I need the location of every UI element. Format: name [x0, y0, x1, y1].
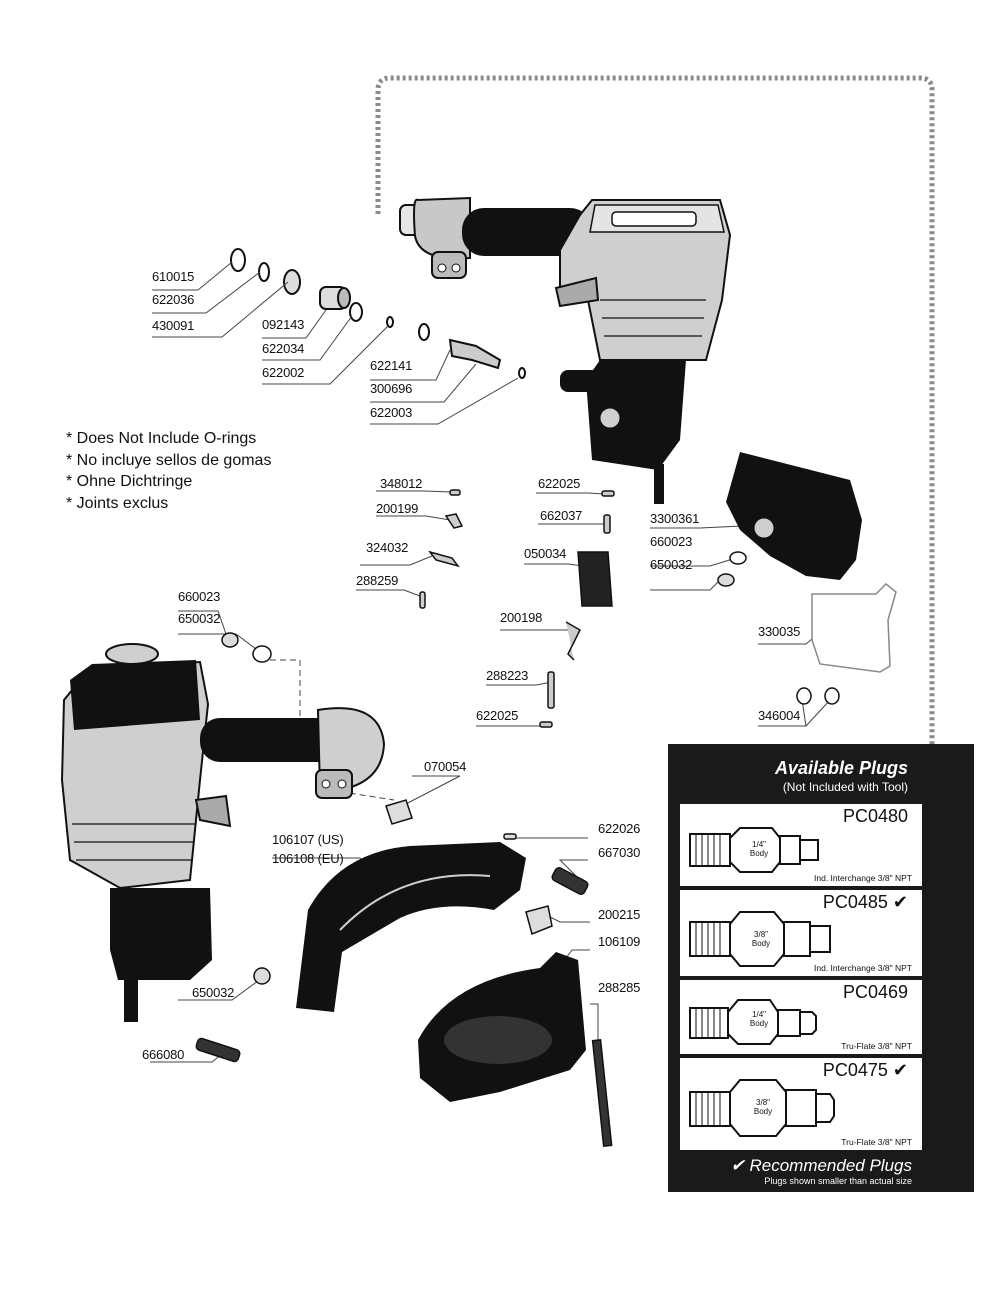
plugs-size-note: Plugs shown smaller than actual size — [764, 1176, 912, 1186]
plugs-subtitle: (Not Included with Tool) — [782, 780, 908, 794]
part-label-667030: 667030 — [598, 845, 641, 860]
plug-spec: Ind. Interchange 3/8" NPT — [814, 873, 912, 883]
part-label-622141: 622141 — [370, 358, 413, 373]
plug-icon — [689, 827, 819, 873]
part-label-3300361: 3300361 — [650, 511, 700, 526]
part-label-106107: 106107 (US) — [272, 832, 344, 847]
recommended-plugs-label: ✔ Recommended Plugs — [730, 1156, 913, 1175]
plug-body-size: 1/4"Body — [749, 1010, 769, 1028]
plug-spec: Tru-Flate 3/8" NPT — [841, 1137, 912, 1147]
leader-lines — [150, 261, 833, 1063]
part-label-050034: 050034 — [524, 546, 567, 561]
note-line-en: * Does Not Include O-rings — [66, 430, 257, 447]
plug-body-size: 1/4"Body — [749, 840, 769, 858]
part-label-070054: 070054 — [424, 759, 467, 774]
part-label-660023-left: 660023 — [178, 589, 221, 604]
valve-parts — [230, 248, 526, 379]
part-label-622036: 622036 — [152, 292, 195, 307]
part-label-200198: 200198 — [500, 610, 543, 625]
lower-parts — [195, 632, 613, 1147]
part-label-300696: 300696 — [370, 381, 413, 396]
part-label-288259: 288259 — [356, 573, 399, 588]
part-label-622002: 622002 — [262, 365, 305, 380]
note-line-fr: * Joints exclus — [66, 495, 169, 512]
part-label-660023-right: 660023 — [650, 534, 693, 549]
part-label-346004: 346004 — [758, 708, 801, 723]
plug-code: PC0480 — [842, 806, 908, 826]
part-label-622025-bottom: 622025 — [476, 708, 519, 723]
nail-magazine — [296, 842, 526, 1012]
note-line-es: * No incluye sellos de gomas — [66, 452, 272, 469]
plug-icon — [689, 911, 831, 967]
part-label-330035: 330035 — [758, 624, 801, 639]
part-label-610015: 610015 — [152, 269, 195, 284]
available-plugs-panel: Available Plugs (Not Included with Tool)… — [668, 744, 974, 1192]
part-label-106108: 106108 (EU) — [272, 851, 344, 866]
label-plate — [811, 582, 897, 673]
plug-code: PC0475 ✔ — [822, 1060, 908, 1080]
part-label-650032-right: 650032 — [650, 557, 693, 572]
top-nailer-illustration — [399, 196, 732, 504]
part-label-650032-lower: 650032 — [192, 985, 235, 1000]
bottom-nailer-illustration — [60, 643, 386, 1022]
part-label-348012: 348012 — [380, 476, 423, 491]
plug-icon — [689, 999, 817, 1045]
part-label-324032: 324032 — [366, 540, 409, 555]
part-label-430091: 430091 — [152, 318, 195, 333]
plug-body-size: 3/8"Body — [753, 1098, 773, 1116]
part-label-200199: 200199 — [376, 501, 419, 516]
plug-card-pc0485: PC0485 ✔ 3/8"Body Ind. Interchange 3/8" … — [680, 890, 922, 976]
plug-spec: Ind. Interchange 3/8" NPT — [814, 963, 912, 973]
dotted-hose-path — [375, 75, 935, 1081]
part-label-650032-left: 650032 — [178, 611, 221, 626]
part-label-622003: 622003 — [370, 405, 413, 420]
trigger-parts — [419, 489, 840, 728]
part-label-666080: 666080 — [142, 1047, 185, 1062]
part-label-622025-top: 622025 — [538, 476, 581, 491]
side-cover — [726, 452, 862, 580]
plug-code: PC0469 — [842, 982, 908, 1002]
plug-card-pc0475: PC0475 ✔ 3/8"Body Tru-Flate 3/8" NPT — [680, 1058, 922, 1150]
plugs-title: Available Plugs — [774, 758, 908, 778]
plug-card-pc0469: PC0469 1/4"Body Tru-Flate 3/8" NPT — [680, 980, 922, 1054]
plug-icon — [689, 1079, 835, 1137]
part-label-622026: 622026 — [598, 821, 641, 836]
part-label-622034: 622034 — [262, 341, 305, 356]
part-label-662037: 662037 — [540, 508, 583, 523]
part-label-200215: 200215 — [598, 907, 641, 922]
plug-code: PC0485 ✔ — [822, 892, 908, 912]
plug-body-size: 3/8"Body — [751, 930, 771, 948]
part-label-106109: 106109 — [598, 934, 641, 949]
plug-card-pc0480: PC0480 1/4"Body Ind. Interchange 3/8" NP… — [680, 804, 922, 886]
note-line-de: * Ohne Dichtringe — [66, 473, 193, 490]
part-label-288285: 288285 — [598, 980, 641, 995]
part-label-092143: 092143 — [262, 317, 305, 332]
plug-spec: Tru-Flate 3/8" NPT — [841, 1041, 912, 1051]
part-label-288223: 288223 — [486, 668, 529, 683]
